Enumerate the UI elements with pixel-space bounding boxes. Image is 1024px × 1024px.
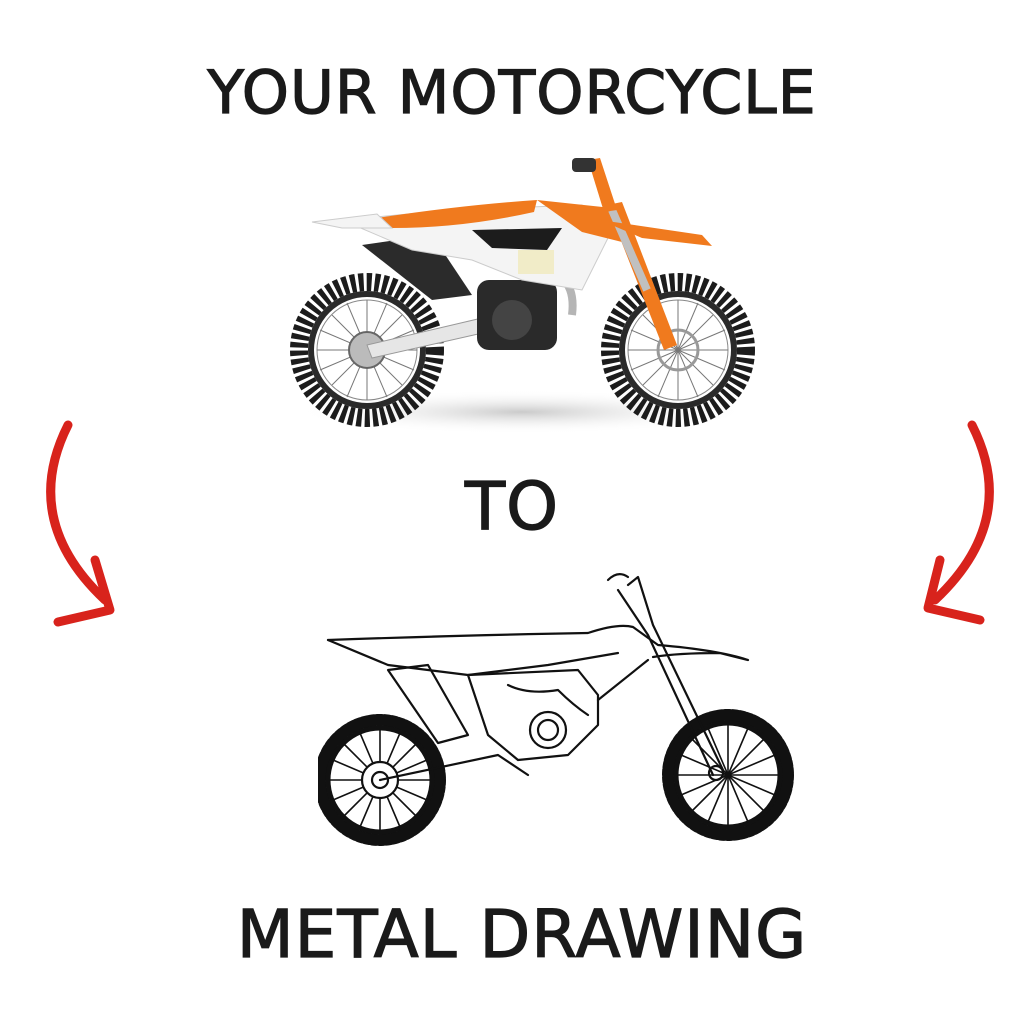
front-wheel: [601, 273, 755, 427]
curved-arrow-left-icon: [46, 420, 115, 627]
metal-drawing-motorcycle: [318, 573, 794, 846]
curved-arrow-right-icon: [923, 420, 994, 625]
rear-wheel: [290, 273, 444, 427]
motorcycle-photo: [290, 158, 755, 434]
heading-metal-drawing: METAL DRAWING: [236, 895, 808, 973]
heading-to: TO: [464, 467, 560, 545]
heading-your-motorcycle: YOUR MOTORCYCLE: [207, 57, 817, 128]
